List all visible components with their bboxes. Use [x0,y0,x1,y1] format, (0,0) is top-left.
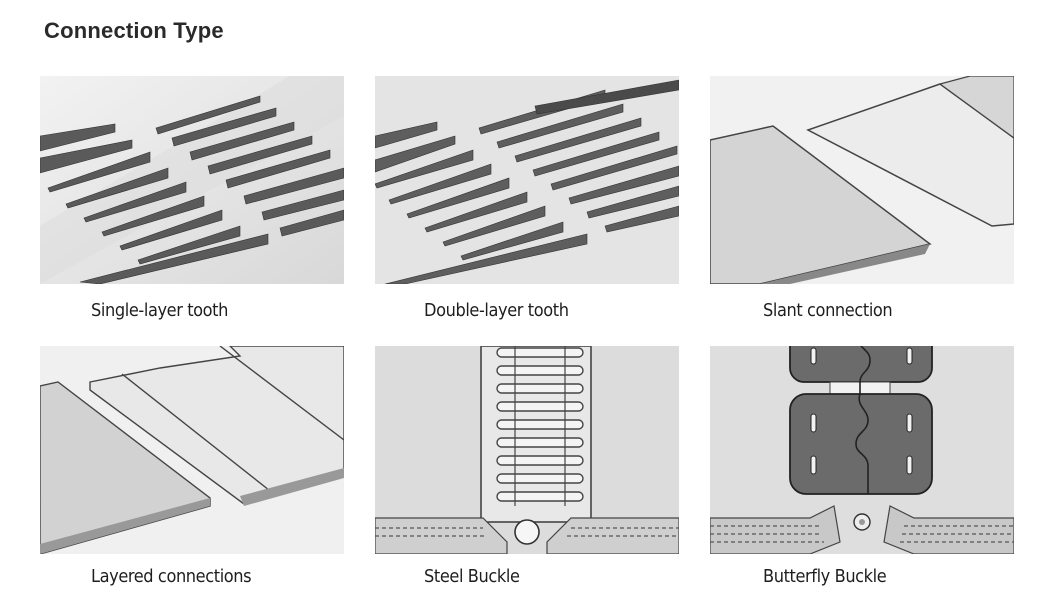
slant-connection-illustration [710,76,1014,284]
steel-buckle-illustration [375,346,679,554]
slant-connection-caption: Slant connection [763,300,893,321]
butterfly-buckle-caption: Butterfly Buckle [763,566,887,587]
layered-connections-caption: Layered connections [91,566,252,587]
butterfly-buckle-icon [710,346,1014,554]
double-layer-tooth-illustration [375,76,679,284]
layered-connections-icon [40,346,344,554]
page-title: Connection Type [44,18,224,43]
butterfly-buckle-illustration [710,346,1014,554]
layered-connections-illustration [40,346,344,554]
slant-connection-icon [710,76,1014,284]
steel-buckle-caption: Steel Buckle [424,566,520,587]
steel-buckle-icon [375,346,679,554]
double-layer-tooth-icon [375,76,679,284]
single-layer-tooth-illustration [40,76,344,284]
single-layer-tooth-caption: Single-layer tooth [91,300,228,321]
double-layer-tooth-caption: Double-layer tooth [424,300,569,321]
single-layer-tooth-icon [40,76,344,284]
